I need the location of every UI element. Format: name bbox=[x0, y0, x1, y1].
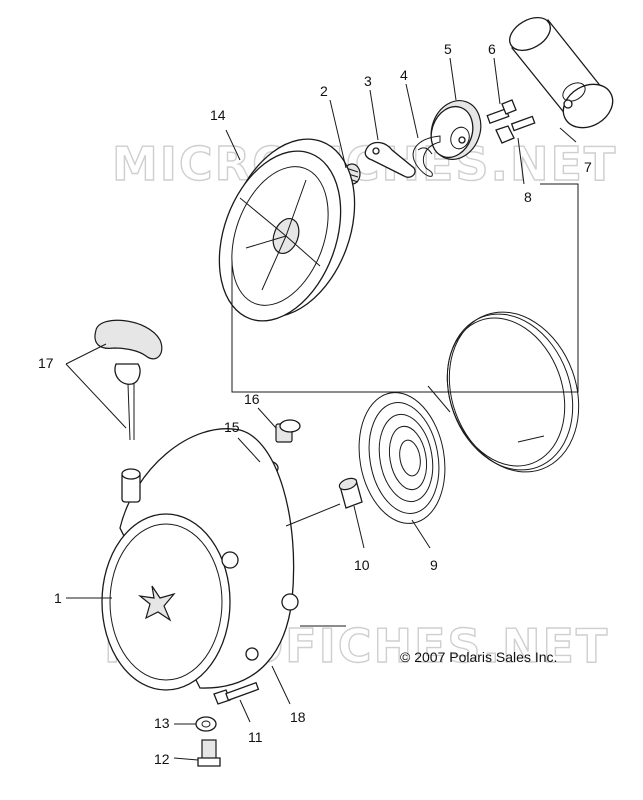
callout-16: 16 bbox=[244, 391, 260, 407]
part-4-clip bbox=[412, 135, 441, 177]
leader-lines bbox=[65, 57, 577, 761]
part-11-bolt bbox=[213, 681, 260, 705]
callout-7: 7 bbox=[584, 159, 592, 175]
callout-9: 9 bbox=[430, 557, 438, 573]
part-1-housing bbox=[101, 428, 299, 691]
callout-10: 10 bbox=[354, 557, 370, 573]
rope-coil bbox=[427, 311, 580, 473]
part-13-washer bbox=[195, 716, 217, 732]
assembly-bracket bbox=[231, 183, 579, 393]
callout-3: 3 bbox=[364, 73, 372, 89]
axis-line bbox=[285, 503, 341, 527]
part-12-bolt bbox=[197, 739, 221, 767]
part-16-plug bbox=[275, 419, 301, 443]
callout-12: 12 bbox=[154, 751, 170, 767]
part-3-pawl bbox=[364, 141, 416, 178]
part-17-handle bbox=[94, 319, 163, 441]
part-10-bushing bbox=[338, 477, 363, 509]
part-8-bolt bbox=[495, 115, 536, 144]
callout-11: 11 bbox=[248, 729, 263, 745]
part-7-cup bbox=[509, 16, 614, 129]
callout-4: 4 bbox=[400, 67, 408, 83]
callout-6: 6 bbox=[488, 41, 496, 57]
callout-14: 14 bbox=[210, 107, 226, 123]
callout-15: 15 bbox=[224, 419, 240, 435]
part-14-pulley bbox=[218, 138, 356, 322]
part-9-spiral-spring bbox=[358, 392, 446, 524]
watermark-top: MICROFICHES.NET bbox=[112, 137, 617, 191]
part-6-bolt bbox=[486, 99, 517, 125]
copyright-text: © 2007 Polaris Sales Inc. bbox=[400, 649, 557, 665]
callout-8: 8 bbox=[524, 189, 532, 205]
callout-1: 1 bbox=[54, 590, 62, 606]
callout-5: 5 bbox=[444, 41, 452, 57]
callout-2: 2 bbox=[320, 83, 328, 99]
part-5-plate bbox=[430, 100, 482, 160]
callout-17: 17 bbox=[38, 355, 54, 371]
callout-18: 18 bbox=[290, 709, 306, 725]
callout-13: 13 bbox=[154, 715, 170, 731]
